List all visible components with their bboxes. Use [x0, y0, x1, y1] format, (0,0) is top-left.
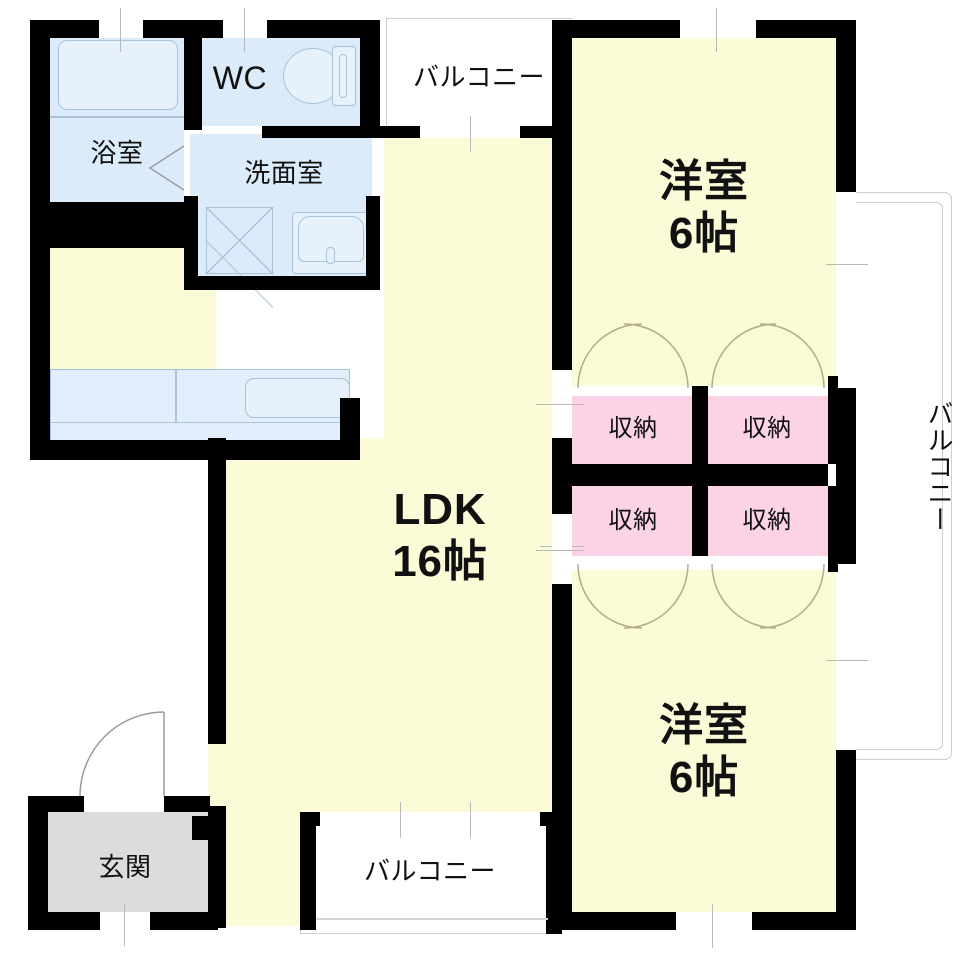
kitchen-counter-split — [175, 369, 177, 445]
window-bedroom-top-right — [836, 192, 856, 388]
kitchen-sink — [245, 378, 350, 418]
wall-entrance-nub — [192, 816, 210, 840]
entrance-door-opening — [84, 796, 164, 812]
window-entrance-bottom-tick — [124, 904, 126, 946]
label-entrance: 玄関 — [98, 852, 152, 882]
label-bedroom-top: 洋室 6帖 — [659, 157, 749, 258]
closet-lower-left — [572, 486, 694, 556]
label-closet-lower-left: 収納 — [608, 507, 658, 534]
wall-ldk-top-right-stub — [520, 126, 560, 138]
window-ldk-balcony-bottom-tick2 — [470, 802, 472, 838]
toilet-lid-line — [339, 54, 347, 98]
window-ldk-balcony-bottom — [320, 812, 540, 826]
wall-washroom-right-upper — [360, 20, 380, 138]
wall-kitchen-bottom — [30, 440, 360, 460]
window-ldk-balcony-top-tick — [470, 116, 472, 152]
window-bedroom-top — [680, 20, 756, 38]
door-gap-bottom-tick — [536, 550, 584, 552]
closet-upper-right — [706, 394, 828, 464]
wall-ldk-left — [208, 438, 226, 744]
room-bedroom-bottom — [570, 570, 838, 930]
label-bath: 浴室 — [90, 138, 144, 168]
label-bedroom-bottom: 洋室 6帖 — [659, 701, 749, 802]
label-washroom: 洗面室 — [244, 158, 324, 188]
label-closet-upper-left: 収納 — [608, 415, 658, 442]
wall-outer-left-top — [30, 20, 50, 204]
window-bedroom-top-right-tick — [826, 264, 868, 266]
wall-closet-bottom — [572, 556, 828, 566]
label-wc: WC — [212, 60, 268, 96]
bath-divider-line — [50, 116, 184, 118]
balcony-bottom — [300, 812, 560, 934]
window-ldk-balcony-bottom-tick1 — [400, 802, 402, 838]
closet-upper-left — [572, 394, 694, 464]
wall-wc-bottom — [262, 126, 372, 138]
room-ldk-upper — [384, 128, 560, 438]
wall-bedroom-top-right — [836, 20, 856, 192]
wall-ldk-top-stub — [380, 126, 420, 138]
window-wc-tick — [244, 8, 246, 52]
bathtub-fixture — [58, 40, 178, 110]
wall-bath-bottom — [30, 202, 190, 248]
wall-washroom-left — [184, 196, 198, 290]
label-balcony-right: バルコニー — [924, 400, 954, 533]
balcony-bottom-rail — [316, 918, 548, 920]
balcony-top — [386, 18, 572, 128]
wall-balcony-bottom-left — [300, 812, 316, 930]
wall-central-top — [552, 20, 572, 372]
wall-central-bottom — [552, 566, 572, 930]
wall-washroom-bottom — [184, 276, 380, 290]
wall-outer-left-mid — [30, 204, 50, 448]
label-closet-lower-right: 収納 — [742, 507, 792, 534]
window-bedroom-bottom — [676, 912, 752, 930]
wall-closet-right-top — [828, 376, 838, 464]
door-gap-top-tick — [536, 404, 584, 406]
label-balcony-top: バルコニー — [412, 62, 546, 92]
label-balcony-bottom: バルコニー — [363, 856, 497, 886]
balcony-right-inner — [843, 202, 943, 750]
washbasin-faucet — [326, 247, 335, 264]
window-bedroom-bottom-right — [836, 564, 856, 752]
wall-closet-right-bottom — [828, 486, 838, 572]
room-ldk-main — [208, 438, 560, 818]
wall-washroom-right-lower — [366, 196, 380, 278]
wall-bath-wc-divider — [184, 20, 202, 130]
wall-outer-left-bottom — [28, 806, 48, 928]
window-bath-tick — [120, 8, 122, 52]
wall-bedroom-bottom-right — [836, 750, 856, 930]
label-ldk: LDK 16帖 — [392, 485, 488, 586]
window-bedroom-top-tick — [716, 8, 718, 52]
label-closet-upper-right: 収納 — [742, 415, 792, 442]
closet-lower-right — [706, 486, 828, 556]
wall-right-middle — [836, 388, 856, 564]
wall-closet-horizontal-divider — [552, 464, 828, 486]
window-bedroom-bottom-right-tick — [826, 660, 868, 662]
window-bedroom-bottom-tick — [712, 904, 714, 948]
wall-ldk-left-lower — [208, 806, 226, 928]
wall-kitchen-right — [340, 398, 360, 444]
